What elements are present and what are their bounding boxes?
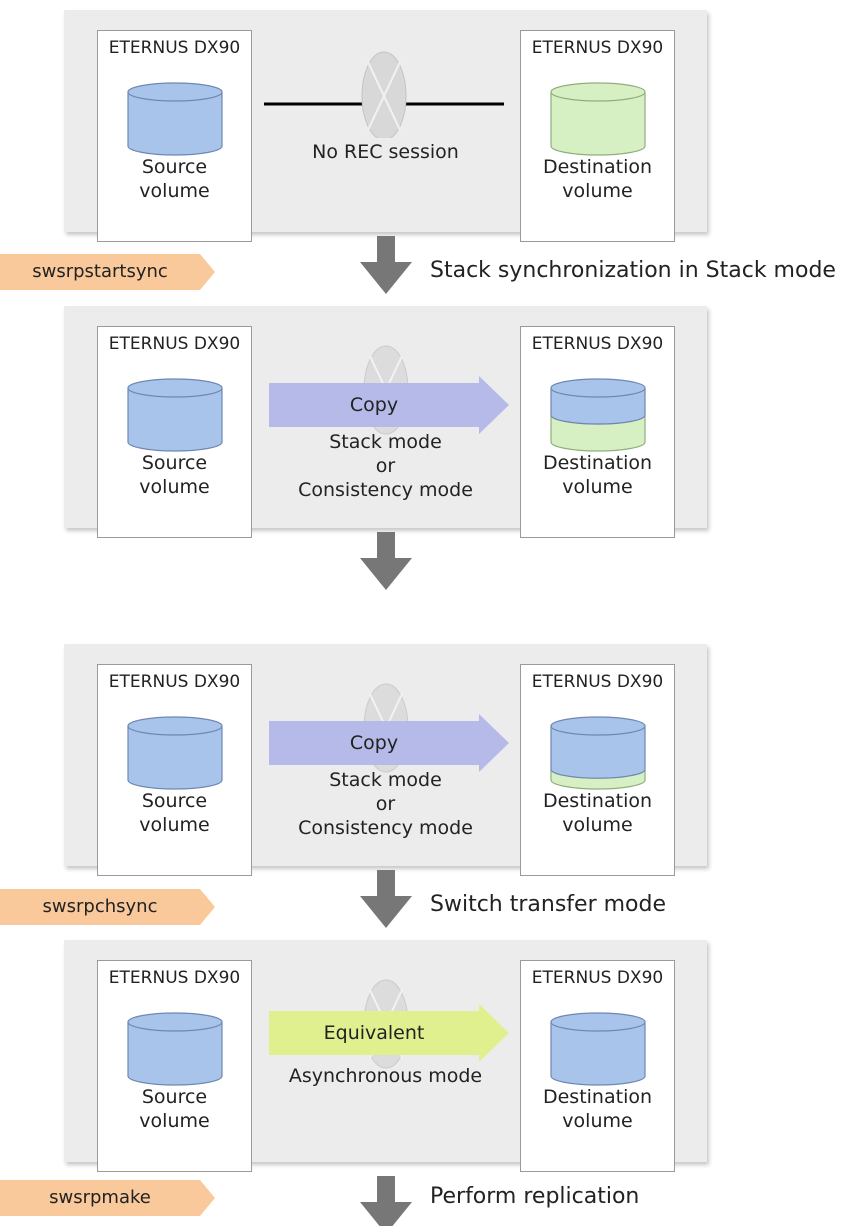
transfer-mode-label: Stack mode or Consistency mode [298, 431, 473, 501]
destination-volume-cylinder-icon [550, 378, 646, 452]
equivalent-arrow-label: Equivalent [323, 1022, 425, 1044]
source-storage-title: ETERNUS DX90 [108, 334, 241, 354]
source-storage-title: ETERNUS DX90 [108, 38, 241, 58]
transfer-mode-label: Asynchronous mode [288, 1065, 483, 1087]
source-volume-label: Source volume [139, 452, 210, 498]
command-tag-swsrpmake: swsrpmake [0, 1180, 215, 1216]
state-panel-3: ETERNUS DX90 Source volume Copy Stack mo… [64, 644, 707, 876]
source-volume-label: Source volume [139, 156, 210, 202]
destination-storage-box: ETERNUS DX90 Destination volume [520, 326, 675, 538]
no-rec-session-label: No REC session [312, 141, 459, 163]
state-panel-2: ETERNUS DX90 Source volume Copy Stack mo… [64, 306, 707, 538]
no-session-x-icon [264, 51, 504, 138]
source-volume-cylinder-icon [127, 82, 223, 156]
flow-down-arrow-icon [360, 532, 412, 590]
copy-arrow: Copy [269, 376, 509, 434]
step-description: Stack synchronization in Stack mode [430, 258, 836, 283]
source-storage-box: ETERNUS DX90 Source volume [97, 960, 252, 1172]
source-volume-cylinder-icon [127, 378, 223, 452]
source-storage-box: ETERNUS DX90 Source volume [97, 326, 252, 538]
source-volume-cylinder-icon [127, 716, 223, 790]
source-volume-label: Source volume [139, 1086, 210, 1132]
command-label: swsrpmake [49, 1187, 151, 1208]
copy-arrow: Copy [269, 714, 509, 772]
destination-volume-label: Destination volume [542, 156, 653, 202]
step-description: Perform replication [430, 1184, 640, 1209]
destination-volume-cylinder-icon [550, 1012, 646, 1086]
destination-storage-box: ETERNUS DX90 Destination volume [520, 664, 675, 876]
flow-down-arrow-icon [360, 236, 412, 294]
source-volume-label: Source volume [139, 790, 210, 836]
destination-storage-title: ETERNUS DX90 [531, 968, 664, 988]
step-description: Switch transfer mode [430, 892, 666, 917]
command-tag-swsrpchsync: swsrpchsync [0, 889, 215, 925]
command-tag-swsrpstartsync: swsrpstartsync [0, 254, 215, 290]
source-storage-box: ETERNUS DX90 Source volume [97, 664, 252, 876]
destination-storage-box: ETERNUS DX90 Destination volume [520, 960, 675, 1172]
destination-volume-label: Destination volume [542, 1086, 653, 1132]
state-panel-4: ETERNUS DX90 Source volume Equivalent As… [64, 940, 707, 1172]
copy-arrow-label: Copy [349, 394, 399, 416]
copy-arrow-label: Copy [349, 732, 399, 754]
command-label: swsrpstartsync [32, 261, 168, 282]
flow-down-arrow-icon [360, 1176, 412, 1226]
source-volume-cylinder-icon [127, 1012, 223, 1086]
equivalent-arrow: Equivalent [269, 1004, 509, 1062]
source-storage-title: ETERNUS DX90 [108, 672, 241, 692]
flow-down-arrow-icon [360, 870, 412, 928]
destination-volume-label: Destination volume [542, 452, 653, 498]
destination-storage-title: ETERNUS DX90 [531, 672, 664, 692]
destination-storage-title: ETERNUS DX90 [531, 334, 664, 354]
command-label: swsrpchsync [42, 896, 158, 917]
source-storage-box: ETERNUS DX90 Source volume [97, 30, 252, 242]
destination-storage-box: ETERNUS DX90 Destination volume [520, 30, 675, 242]
destination-storage-title: ETERNUS DX90 [531, 38, 664, 58]
destination-volume-cylinder-icon [550, 716, 646, 790]
source-storage-title: ETERNUS DX90 [108, 968, 241, 988]
destination-volume-label: Destination volume [542, 790, 653, 836]
transfer-mode-label: Stack mode or Consistency mode [298, 769, 473, 839]
destination-volume-cylinder-icon [550, 82, 646, 156]
state-panel-1: ETERNUS DX90 Source volume No REC sessio… [64, 10, 707, 242]
